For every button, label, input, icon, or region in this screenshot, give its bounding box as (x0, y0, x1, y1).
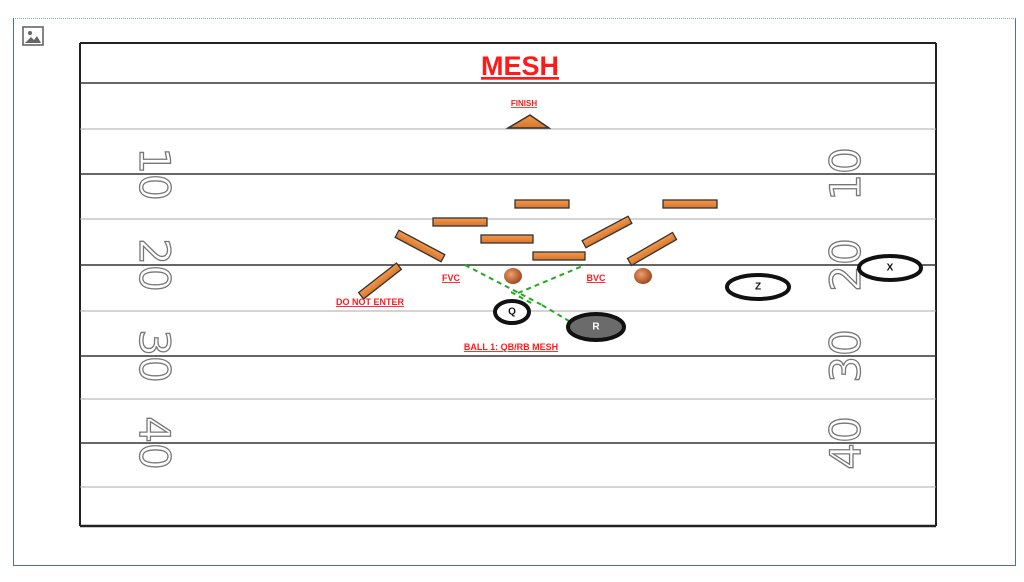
yard-lines (80, 82, 936, 488)
football-icon (504, 268, 522, 284)
player-r-label: R (592, 322, 600, 333)
ball-1-label: BALL 1: QB/RB MESH (464, 342, 558, 352)
cone-bar (581, 215, 633, 249)
player-q: Q (493, 299, 531, 325)
player-z-label: Z (755, 282, 761, 293)
player-r: R (566, 312, 626, 342)
cone-bar (514, 199, 570, 209)
cone-bar (357, 262, 403, 300)
yard-number-left-30: 30 (130, 329, 179, 382)
cone-bar (480, 234, 534, 244)
image-frame (13, 18, 1016, 566)
yard-number-right-20: 20 (821, 238, 870, 291)
player-q-label: Q (508, 307, 516, 318)
yard-number-right-40: 40 (821, 416, 870, 469)
yard-number-right-10: 10 (821, 147, 870, 200)
do-not-enter-label: DO NOT ENTER (336, 297, 405, 307)
finish-cone-icon (505, 114, 552, 129)
yard-number-left-40: 40 (130, 416, 179, 469)
yard-number-left-10: 10 (130, 147, 179, 200)
fvc-label: FVC (442, 273, 461, 283)
football-icon (634, 268, 652, 284)
player-x: X (857, 254, 923, 282)
yard-numbers-left: 10 20 30 40 (129, 147, 179, 471)
yard-number-left-20: 20 (130, 238, 179, 291)
cone-bar (532, 251, 586, 261)
cone-bar (662, 199, 718, 209)
cone-bar (394, 229, 446, 263)
bvc-label: BVC (586, 273, 606, 283)
diagram-title: MESH (481, 51, 559, 81)
finish-label: FINISH (511, 99, 537, 108)
field-border (79, 42, 937, 528)
player-z: Z (725, 273, 791, 301)
cone-bar (432, 217, 488, 227)
yard-number-right-30: 30 (821, 329, 870, 382)
player-x-label: X (887, 263, 894, 274)
yard-numbers-right: 10 20 30 40 (820, 147, 870, 471)
image-placeholder-icon (22, 26, 44, 46)
cone-bar (626, 231, 678, 267)
cone-bars (357, 199, 718, 300)
